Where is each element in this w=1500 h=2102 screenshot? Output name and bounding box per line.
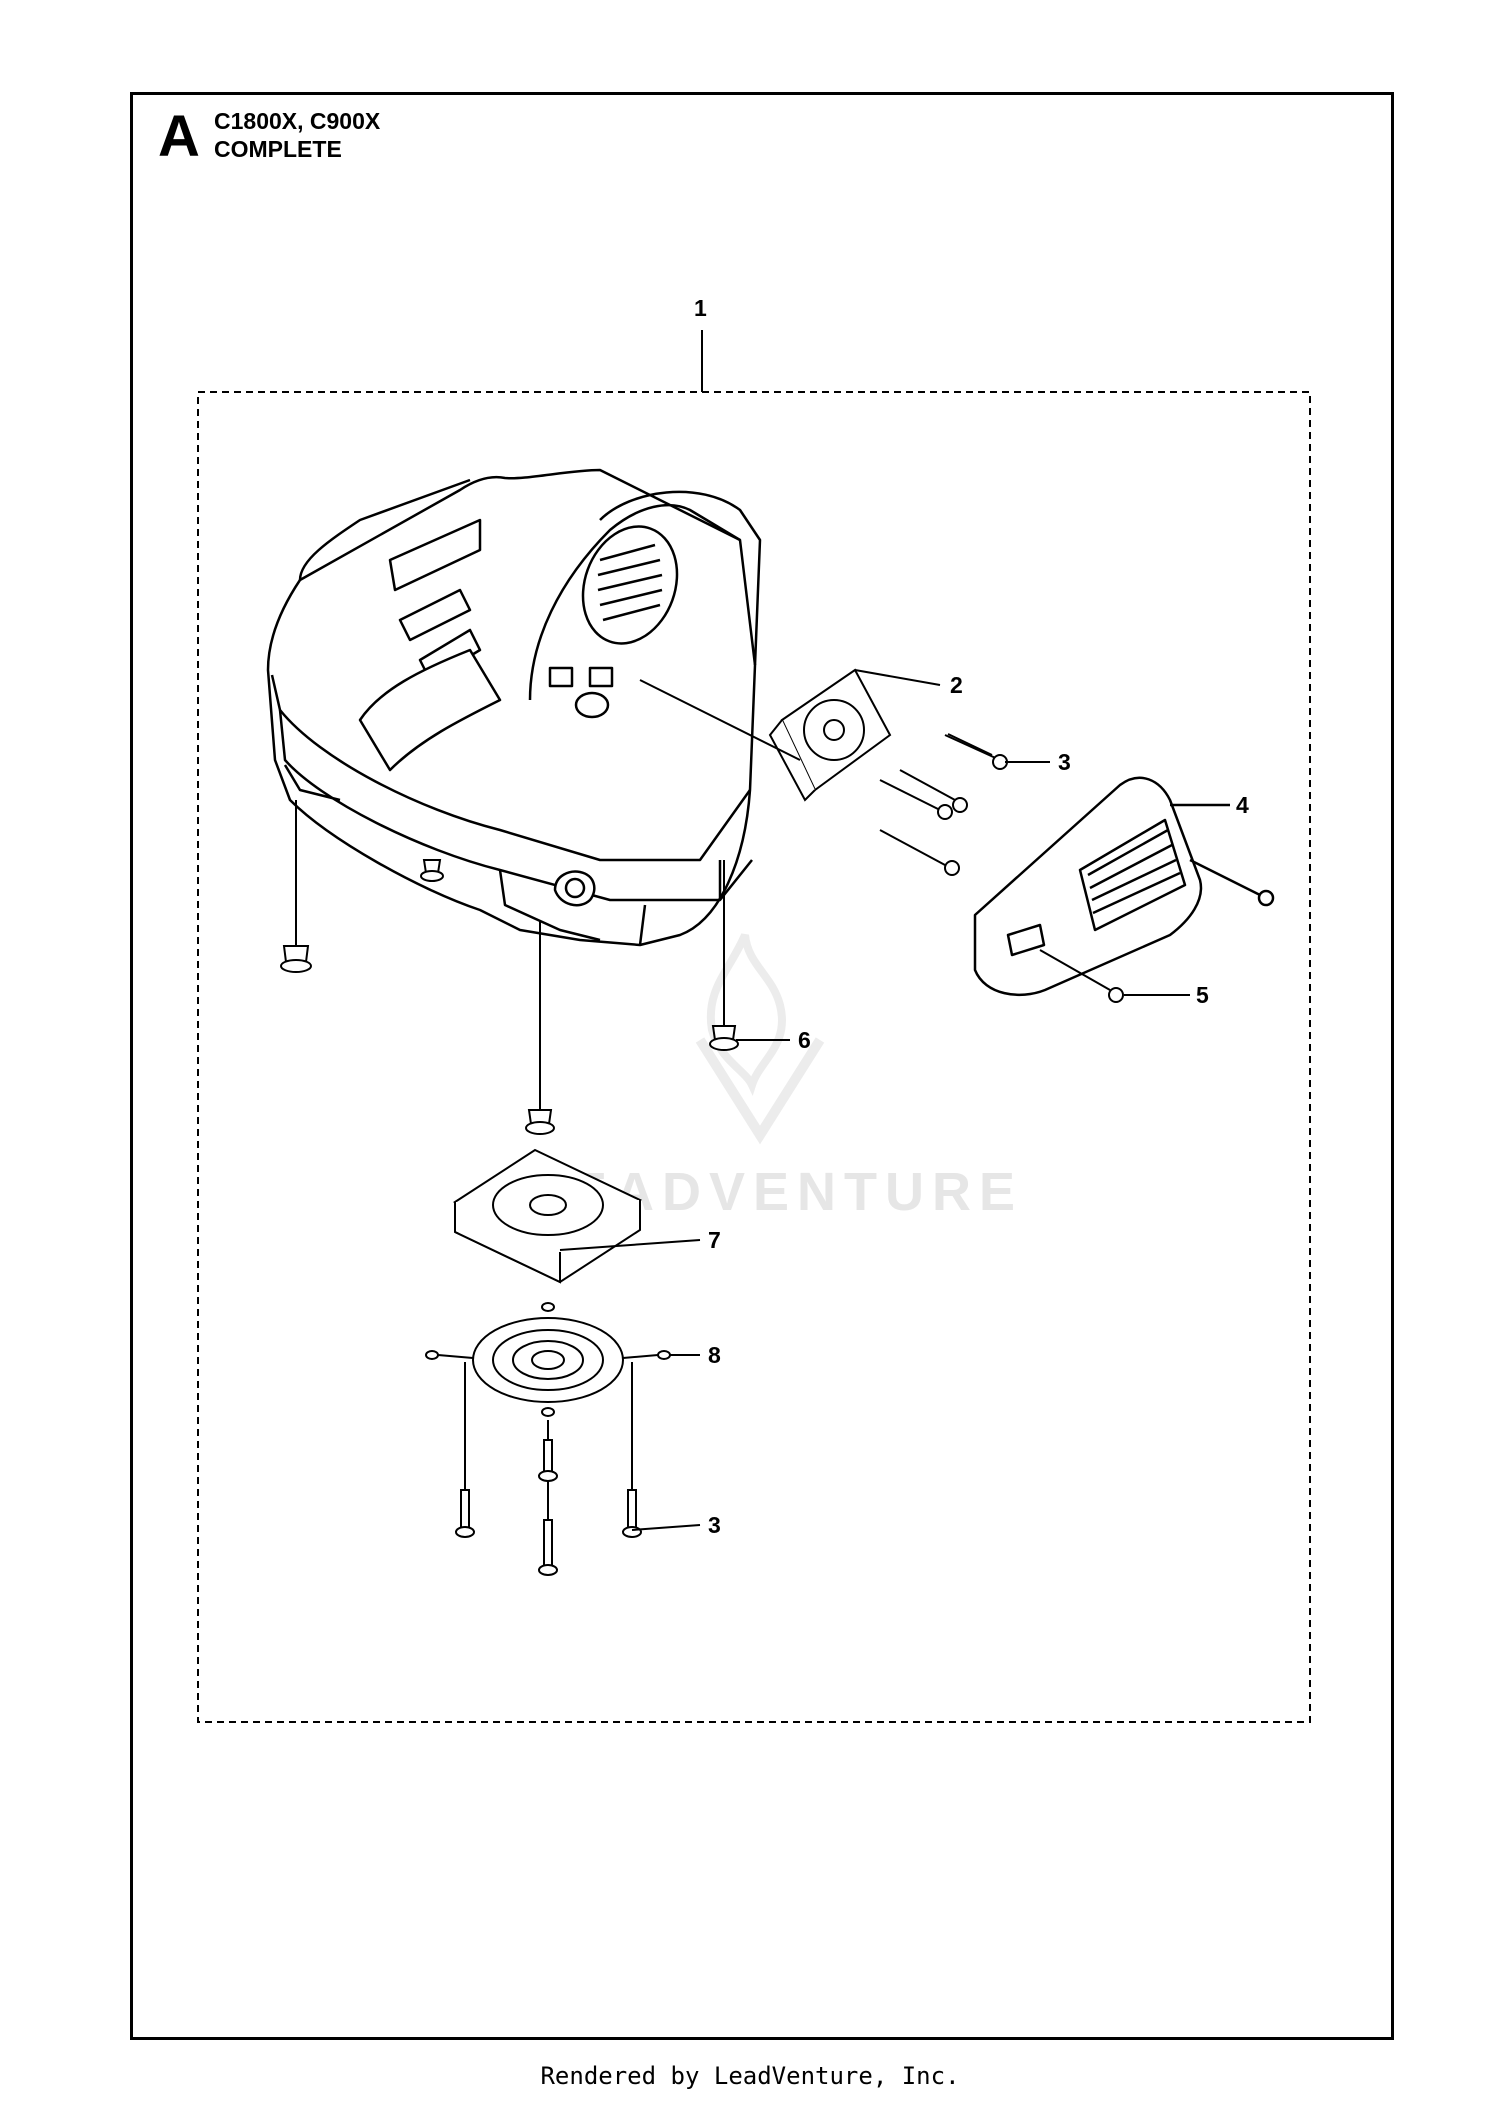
callout-4: 4 xyxy=(1236,792,1249,818)
callout-6: 6 xyxy=(798,1027,811,1053)
model-names: C1800X, C900X xyxy=(214,108,381,134)
rear-fan xyxy=(768,668,941,802)
callout-3-upper: 3 xyxy=(1058,749,1071,775)
watermark-logo: LEADVENTURE xyxy=(530,919,1015,1222)
grill-screws xyxy=(455,1362,701,1576)
callout-3-lower: 3 xyxy=(708,1512,721,1538)
callout-5: 5 xyxy=(1196,982,1209,1008)
cover-screw xyxy=(1039,949,1190,1003)
callout-7: 7 xyxy=(708,1227,721,1253)
assembly-subtitle: COMPLETE xyxy=(214,136,342,162)
bottom-fan xyxy=(452,1148,701,1284)
fan-grill xyxy=(425,1302,700,1417)
assembly-boundary xyxy=(197,391,1311,1723)
side-cover xyxy=(973,776,1275,997)
callout-1: 1 xyxy=(694,295,707,321)
footer-credit: Rendered by LeadVenture, Inc. xyxy=(540,2062,960,2090)
callout-8: 8 xyxy=(708,1342,721,1368)
section-letter: A xyxy=(158,104,200,169)
housing xyxy=(266,468,762,947)
fan-screws xyxy=(639,679,1050,876)
callout-2: 2 xyxy=(950,672,963,698)
feet xyxy=(280,800,790,1135)
diagram-frame xyxy=(130,92,1394,2040)
